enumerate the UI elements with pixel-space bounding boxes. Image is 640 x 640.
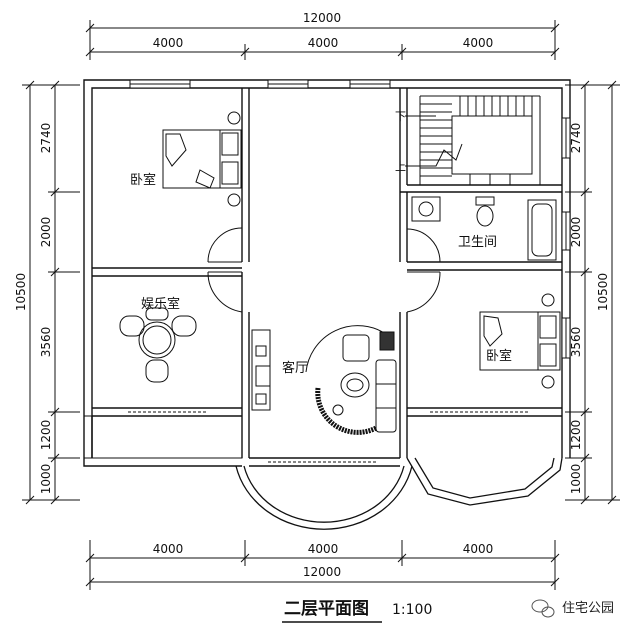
dim-right-seg-4: 1200	[569, 420, 583, 451]
dim-top-seg-3: 4000	[463, 36, 494, 50]
doors	[207, 227, 441, 313]
dim-left-total: 10500	[14, 273, 28, 311]
dim-bottom-seg-2: 4000	[308, 542, 339, 556]
stair-up-label: 上	[395, 160, 406, 173]
plan-title: 二层平面图	[284, 599, 369, 619]
dim-left-seg-5: 1000	[39, 464, 53, 495]
bay-balcony	[406, 457, 563, 506]
room-label-living: 客厅	[282, 360, 308, 376]
west-balcony	[83, 415, 243, 459]
dim-left-seg-4: 1200	[39, 420, 53, 451]
dim-bottom-seg-1: 4000	[153, 542, 184, 556]
room-label-bedroom-nw: 卧室	[130, 172, 156, 188]
dim-right-total: 10500	[596, 273, 610, 311]
room-label-entertainment: 娱乐室	[141, 296, 180, 312]
tv-cabinet	[251, 329, 271, 411]
dim-right-seg-3: 3560	[569, 327, 583, 358]
bed-se	[479, 293, 561, 389]
bed-nw	[162, 111, 242, 207]
dim-top-seg-2: 4000	[308, 36, 339, 50]
stair-down-label: 下	[395, 110, 406, 123]
living-balcony	[235, 465, 413, 530]
dim-bottom-total: 12000	[303, 565, 341, 579]
dim-top-total: 12000	[303, 11, 341, 25]
dim-right-seg-2: 2000	[569, 217, 583, 248]
windows	[129, 79, 571, 359]
dim-right-seg-1: 2740	[569, 123, 583, 154]
watermark-text: 住宅公园	[562, 601, 614, 616]
sofa-set	[305, 325, 397, 435]
sliding-doors	[128, 411, 530, 463]
dim-bottom-seg-3: 4000	[463, 542, 494, 556]
wechat-icon	[531, 599, 555, 618]
walls	[83, 79, 571, 467]
room-label-bathroom: 卫生间	[458, 235, 497, 250]
game-table	[119, 307, 197, 383]
toilet-icon	[476, 205, 494, 227]
dimension-lines	[22, 20, 620, 590]
room-label-bedroom-se: 卧室	[486, 348, 512, 364]
dim-left-seg-3: 3560	[39, 327, 53, 358]
bathroom-fixtures	[411, 196, 557, 261]
staircase	[405, 95, 541, 185]
dim-left-seg-1: 2740	[39, 123, 53, 154]
dim-right-seg-5: 1000	[569, 464, 583, 495]
dim-top-seg-1: 4000	[153, 36, 184, 50]
plan-scale: 1:100	[392, 602, 432, 618]
dim-left-seg-2: 2000	[39, 217, 53, 248]
